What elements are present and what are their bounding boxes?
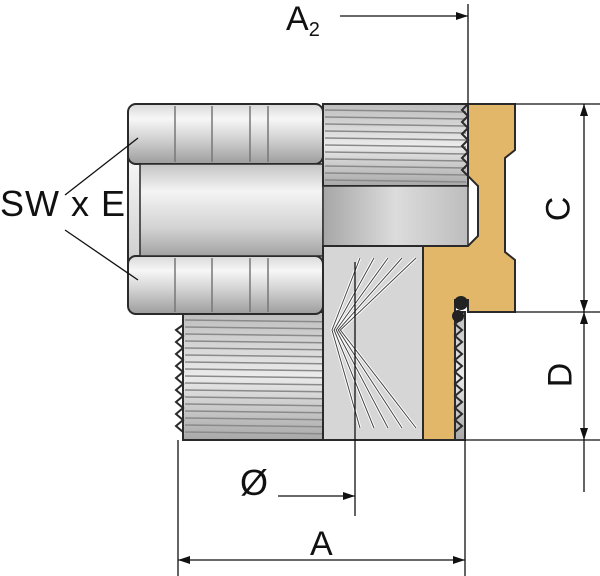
a2-subscript: 2 [308, 19, 320, 41]
hex-nut [127, 103, 324, 315]
dimension-label-a: A [310, 525, 333, 563]
dimension-label-sw-e: SW x E [0, 183, 127, 224]
dimension-label-a2: A2 [286, 2, 320, 40]
dimension-label-c: C [539, 196, 578, 222]
a2-main: A [286, 0, 309, 38]
dimension-label-d: D [541, 362, 580, 388]
section-cutaway [322, 103, 469, 441]
dimension-lines [64, 4, 600, 576]
dimension-label-diameter: Ø [240, 462, 269, 503]
brass-section [422, 103, 516, 441]
